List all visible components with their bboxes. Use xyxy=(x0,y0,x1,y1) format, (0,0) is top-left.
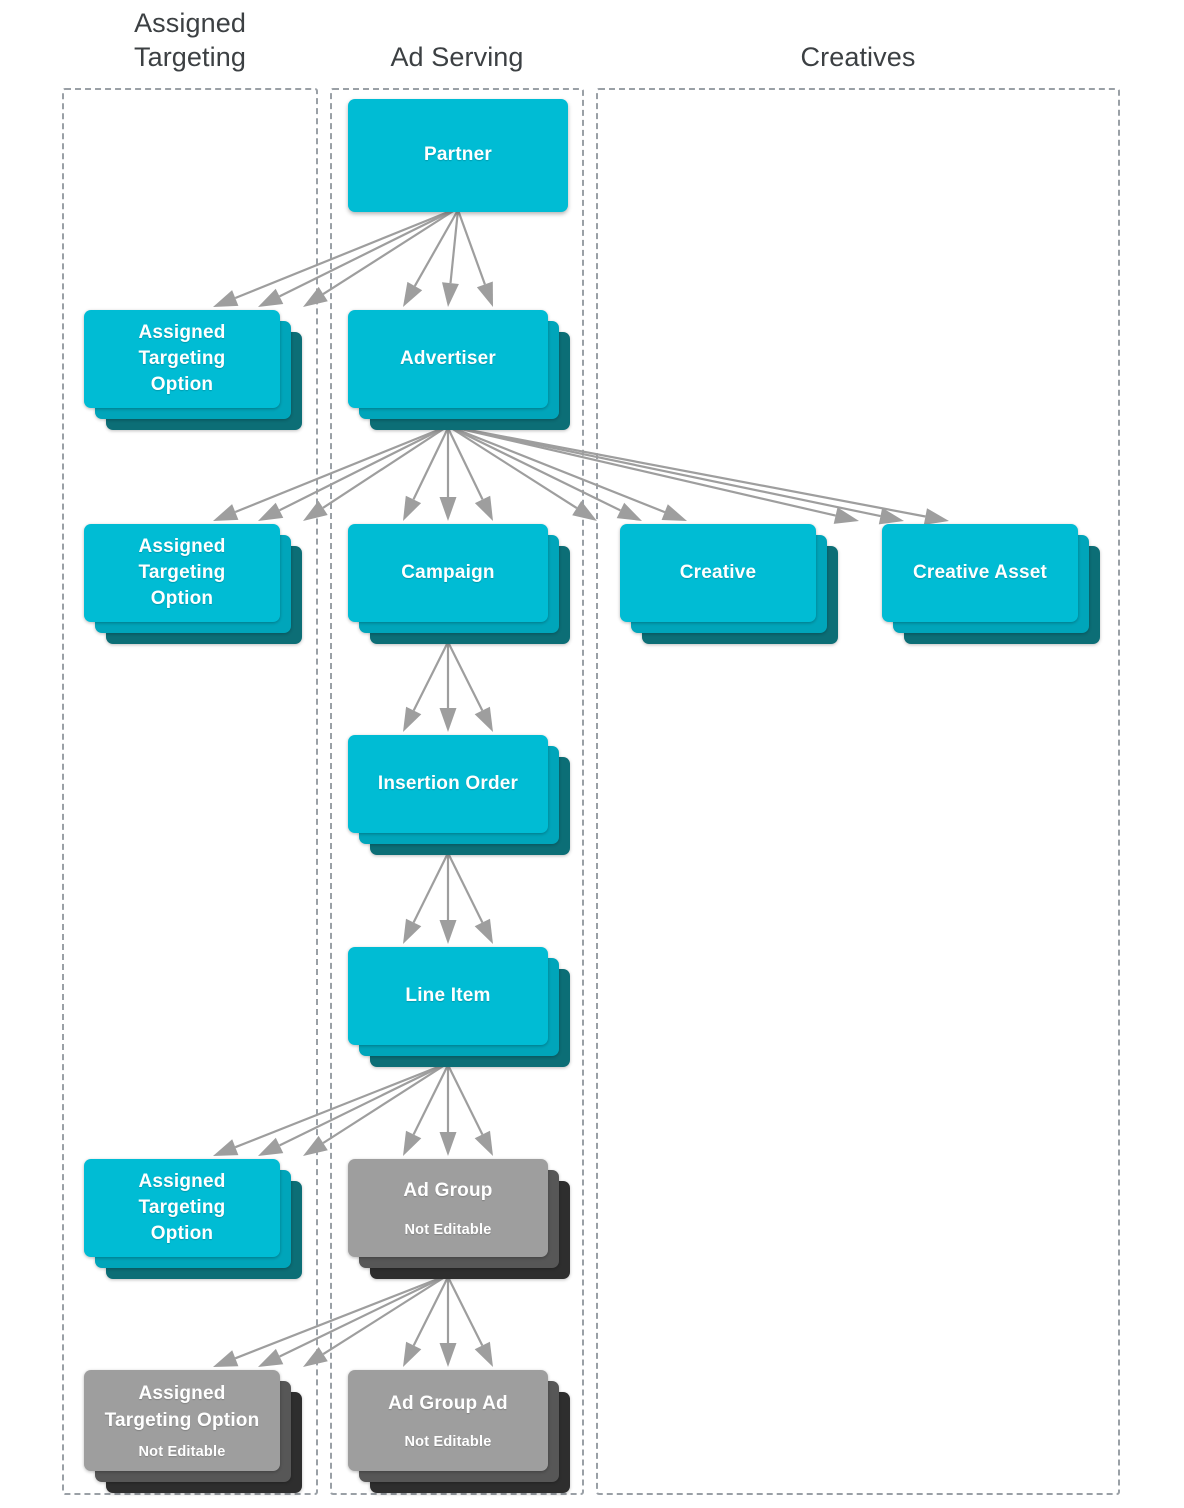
swimlane-ad-serving xyxy=(330,88,584,1495)
node-campaign[interactable]: Campaign xyxy=(348,524,570,644)
node-ad-group-subtitle: Not Editable xyxy=(404,1221,492,1238)
node-ad-group-title: Ad Group xyxy=(403,1180,493,1202)
swimlane-creatives xyxy=(596,88,1120,1495)
swimlane-assigned-targeting xyxy=(62,88,318,1495)
node-partner-title: Partner xyxy=(424,144,492,166)
node-line-item-title: Line Item xyxy=(405,984,491,1006)
node-insertion-order-face[interactable]: Insertion Order xyxy=(348,735,548,833)
column-header-creatives: Creatives xyxy=(596,40,1120,74)
column-header-assigned-targeting: Assigned Targeting xyxy=(62,6,318,74)
node-campaign-face[interactable]: Campaign xyxy=(348,524,548,622)
node-creative-face[interactable]: Creative xyxy=(620,524,816,622)
node-campaign-title: Campaign xyxy=(401,561,495,583)
node-advertiser[interactable]: Advertiser xyxy=(348,310,570,430)
node-creative[interactable]: Creative xyxy=(620,524,838,644)
column-header-ad-serving: Ad Serving xyxy=(330,40,584,74)
node-partner-face[interactable]: Partner xyxy=(348,99,568,212)
column-header-line-2: Targeting xyxy=(134,42,246,73)
node-creative-asset[interactable]: Creative Asset xyxy=(882,524,1100,644)
node-partner[interactable]: Partner xyxy=(348,99,568,212)
column-header-line-1: Creatives xyxy=(800,42,916,72)
node-advertiser-title: Advertiser xyxy=(400,347,496,369)
node-ato-adgroup-subtitle: Not Editable xyxy=(138,1443,226,1460)
node-insertion-order-title: Insertion Order xyxy=(377,772,519,794)
column-header-line-1: Assigned xyxy=(134,8,246,38)
node-advertiser-face[interactable]: Advertiser xyxy=(348,310,548,408)
node-ad-group-ad-title: Ad Group Ad xyxy=(388,1392,508,1414)
node-insertion-order[interactable]: Insertion Order xyxy=(348,735,570,855)
node-ad-group-ad-subtitle: Not Editable xyxy=(404,1434,492,1451)
node-line-item-face[interactable]: Line Item xyxy=(348,947,548,1045)
node-creative-title: Creative xyxy=(679,561,757,583)
column-header-line-1: Ad Serving xyxy=(390,42,524,72)
node-creative-asset-title: Creative Asset xyxy=(912,561,1048,583)
node-ad-group-ad[interactable]: Ad Group Ad Not Editable xyxy=(348,1370,570,1493)
node-creative-asset-face[interactable]: Creative Asset xyxy=(882,524,1078,622)
node-ad-group-ad-face[interactable]: Ad Group Ad Not Editable xyxy=(348,1370,548,1471)
node-line-item[interactable]: Line Item xyxy=(348,947,570,1067)
